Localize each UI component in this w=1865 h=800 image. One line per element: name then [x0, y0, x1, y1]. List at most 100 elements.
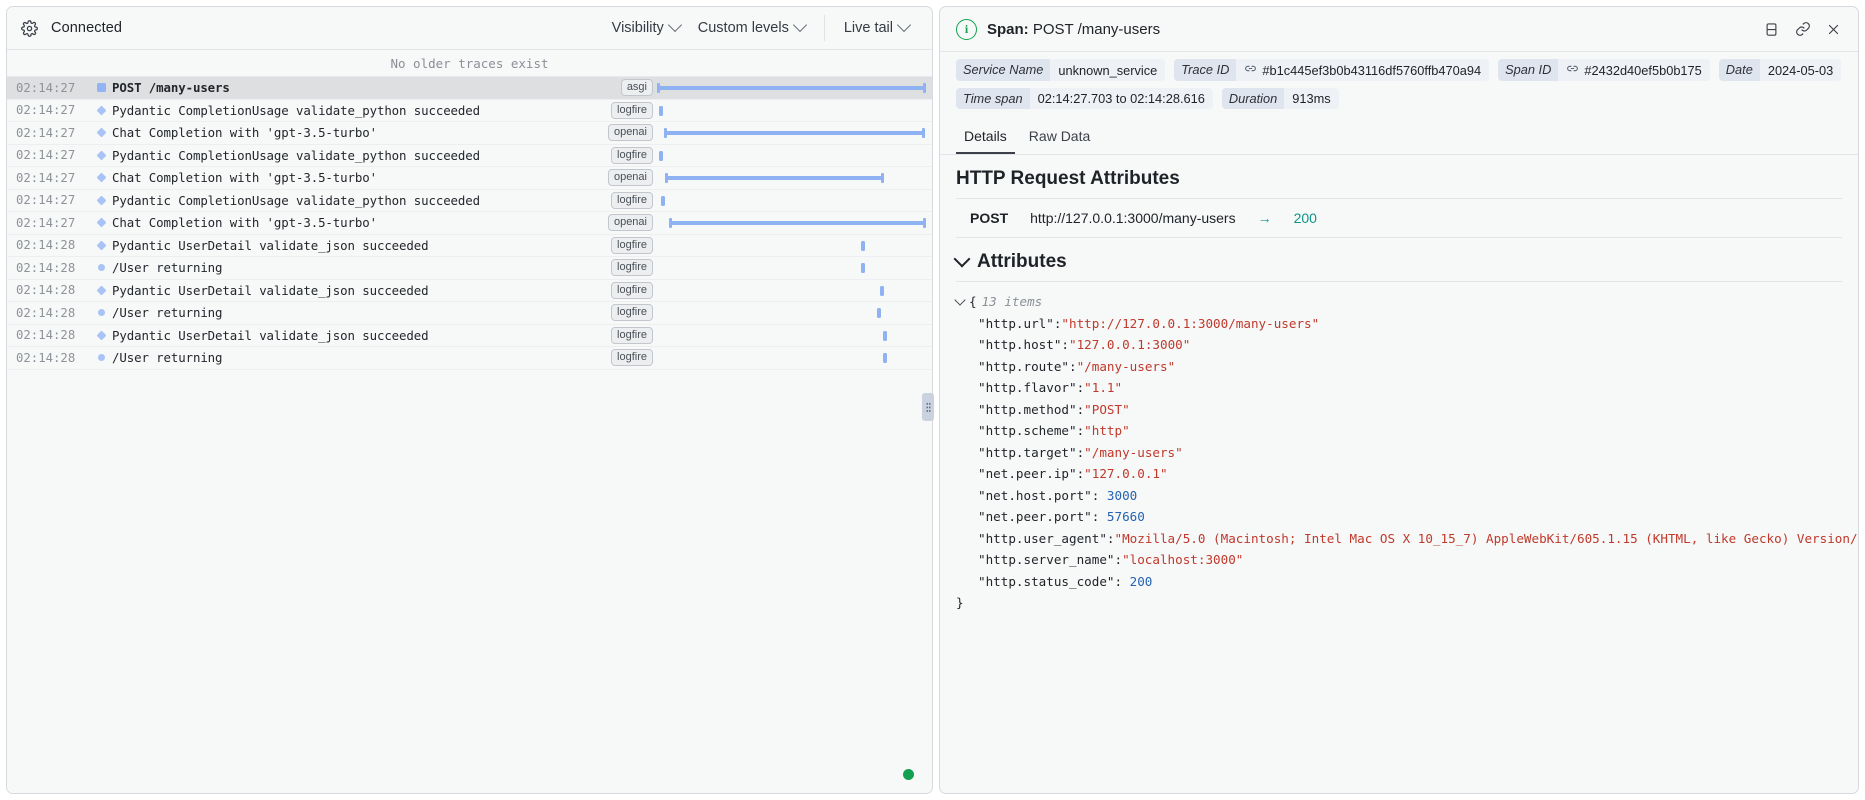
row-timestamp: 02:14:27	[16, 170, 76, 185]
http-method: POST	[970, 210, 1009, 226]
json-key: "http.user_agent":	[978, 530, 1115, 546]
json-row: "net.host.port": 3000	[956, 485, 1842, 507]
status-badge[interactable]: asgi	[620, 79, 653, 97]
json-row: "http.flavor":"1.1"	[956, 377, 1842, 399]
row-badge-wrap: asgi	[603, 79, 653, 97]
row-timestamp: 02:14:27	[16, 125, 76, 140]
status-badge[interactable]: logfire	[611, 304, 653, 322]
attributes-toggle[interactable]: Attributes	[953, 250, 1842, 273]
dot-icon	[90, 354, 112, 362]
toolbar-divider	[823, 15, 825, 41]
meta-chip-key: Duration	[1221, 88, 1285, 109]
http-section-title: HTTP Request Attributes	[956, 168, 1180, 189]
tab-raw-data[interactable]: Raw Data	[1028, 128, 1091, 144]
json-value: 57660	[1099, 509, 1145, 524]
chevron-down-icon	[667, 17, 682, 33]
row-badge-wrap: logfire	[603, 304, 653, 322]
panel-layout-icon[interactable]	[1763, 21, 1780, 38]
json-row: "http.scheme":"http"	[956, 420, 1842, 442]
diamond-icon	[90, 195, 112, 206]
json-key: "http.server_name":	[978, 552, 1123, 567]
json-row: "http.server_name":"localhost:3000"	[956, 549, 1842, 571]
visibility-dropdown[interactable]: Visibility	[603, 15, 689, 41]
visibility-label: Visibility	[611, 20, 664, 36]
json-row: "http.target":"/many-users"	[956, 442, 1842, 464]
link-icon[interactable]	[1794, 21, 1811, 38]
json-root-row[interactable]: { 13 items	[954, 291, 1842, 313]
row-message: /User returning	[112, 350, 223, 366]
status-badge[interactable]: logfire	[611, 349, 653, 367]
meta-chip-text: 913ms	[1292, 91, 1331, 106]
gear-icon[interactable]	[21, 19, 38, 37]
status-badge[interactable]: logfire	[611, 146, 653, 164]
json-key: "http.flavor":	[978, 380, 1085, 395]
collapse-square-icon	[90, 83, 112, 93]
json-value: "127.0.0.1:3000"	[1069, 337, 1191, 352]
duration-bar-cap	[664, 128, 667, 138]
status-badge[interactable]: openai	[607, 169, 653, 187]
span-detail-tabs[interactable]: Details Raw Data	[940, 118, 1858, 155]
span-title-value: POST /many-users	[1032, 20, 1161, 38]
chevron-down-icon	[792, 17, 807, 33]
row-message: Pydantic CompletionUsage validate_python…	[112, 102, 480, 118]
status-badge[interactable]: logfire	[611, 326, 653, 344]
status-badge[interactable]: openai	[607, 124, 653, 142]
diamond-icon	[90, 172, 112, 183]
row-timeline: 784ms	[655, 167, 932, 189]
panel-resize-handle[interactable]	[922, 393, 934, 421]
row-timeline: 1ms	[655, 235, 932, 257]
toolbar-actions: Visibility Custom levels Live tail	[603, 7, 918, 49]
status-badge[interactable]: openai	[607, 214, 653, 232]
status-badge[interactable]: logfire	[611, 101, 653, 119]
status-badge[interactable]: logfire	[611, 259, 653, 277]
status-badge[interactable]: logfire	[611, 281, 653, 299]
json-value: "localhost:3000"	[1122, 552, 1244, 567]
duration-bar-cap	[923, 218, 926, 228]
status-badge[interactable]: logfire	[611, 236, 653, 254]
meta-chip: Trace ID#b1c445ef3b0b43116df5760ffb470a9…	[1174, 59, 1490, 81]
info-icon: i	[956, 18, 977, 40]
diamond-icon	[90, 240, 112, 251]
http-url[interactable]: http://127.0.0.1:3000/many-users	[1030, 210, 1236, 226]
row-timestamp: 02:14:28	[16, 328, 76, 343]
meta-chip-text: #b1c445ef3b0b43116df5760ffb470a94	[1262, 62, 1482, 78]
status-badge[interactable]: logfire	[611, 191, 653, 209]
chevron-down-icon	[896, 17, 912, 33]
json-open-brace: {	[969, 294, 977, 309]
json-value: 200	[1122, 573, 1153, 589]
live-tail-dropdown[interactable]: Live tail	[835, 15, 918, 41]
row-timeline: 1ms	[655, 280, 932, 302]
section-divider	[956, 281, 1842, 282]
diamond-icon	[90, 330, 112, 341]
row-timestamp: 02:14:27	[16, 80, 76, 95]
tab-details[interactable]: Details	[956, 122, 1015, 154]
link-icon[interactable]	[1244, 62, 1257, 78]
json-value: "/many-users"	[1084, 444, 1183, 460]
span-title-prefix: Span:	[987, 20, 1029, 38]
meta-chip-text: 2024-05-03	[1767, 62, 1834, 78]
row-timeline: 913ms	[655, 77, 932, 99]
json-key: "http.host":	[978, 337, 1069, 352]
diamond-icon	[90, 217, 112, 228]
link-icon[interactable]	[1566, 62, 1579, 78]
json-close-brace: }	[956, 595, 964, 610]
close-icon[interactable]	[1825, 21, 1842, 38]
custom-levels-dropdown[interactable]: Custom levels	[689, 15, 814, 41]
